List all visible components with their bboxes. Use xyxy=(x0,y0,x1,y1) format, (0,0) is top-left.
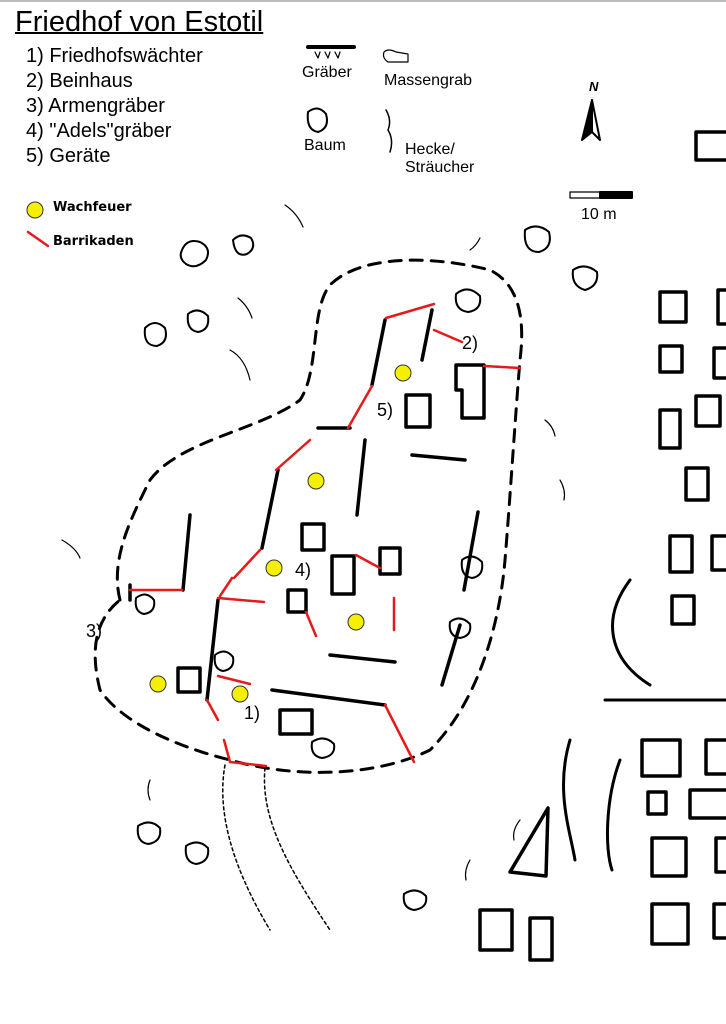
map-label-1: 1) xyxy=(244,703,261,723)
trees xyxy=(134,107,599,911)
map-title: Friedhof von Estotil xyxy=(15,6,264,38)
hedge-label-line1: Hecke/ xyxy=(405,141,455,158)
map-label-4: 4) xyxy=(295,560,312,580)
hedge-label-line2: Sträucher xyxy=(405,159,475,176)
mass-grave-label: Massengrab xyxy=(384,72,473,89)
legend-item-2: 2) Beinhaus xyxy=(26,70,133,92)
buildings xyxy=(176,130,726,962)
legend-item-3: 3) Armengräber xyxy=(26,95,165,117)
tree-label: Baum xyxy=(304,137,346,154)
barricade-legend-label: Barrikaden xyxy=(53,234,134,249)
scale-label: 10 m xyxy=(581,206,617,223)
barricades xyxy=(26,230,522,768)
legend-symbols xyxy=(306,45,633,199)
legend-item-1: 1) Friedhofswächter xyxy=(26,45,203,67)
roads xyxy=(562,578,726,872)
top-border xyxy=(0,0,726,2)
watchfire-legend-label: Wachfeuer xyxy=(53,200,132,215)
map-label-5: 5) xyxy=(377,400,394,420)
terrain-marks xyxy=(61,204,566,881)
north-label: N xyxy=(589,79,599,94)
map-label-2: 2) xyxy=(462,333,479,353)
watchfires xyxy=(26,201,412,703)
grave-rows xyxy=(128,308,480,707)
cemetery-boundary xyxy=(93,258,524,774)
legend-item-5: 5) Geräte xyxy=(26,145,111,167)
map-label-3: 3) xyxy=(86,621,103,641)
numbered-legend: 1) Friedhofswächter 2) Beinhaus 3) Armen… xyxy=(26,44,203,169)
path xyxy=(222,764,331,931)
graves-label: Gräber xyxy=(302,64,352,81)
hedge-label: Hecke/Sträucher xyxy=(405,141,474,177)
legend-item-4: 4) "Adels"gräber xyxy=(26,120,172,142)
